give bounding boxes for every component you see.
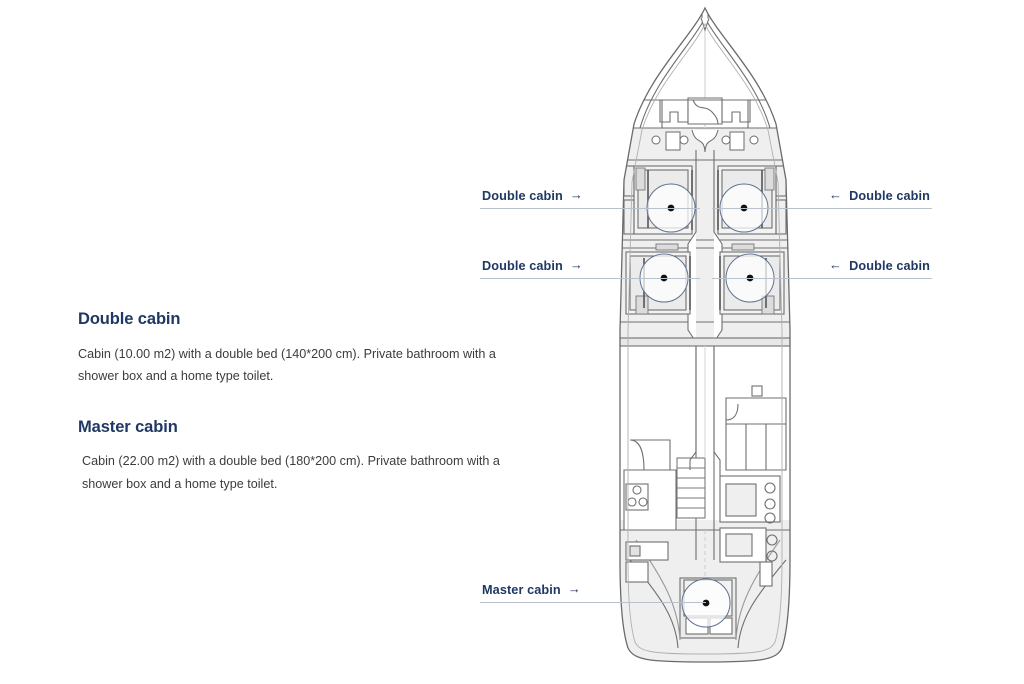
callout-label-text: Double cabin (482, 189, 563, 203)
arrow-right-icon: → (567, 581, 581, 596)
callout-leader-line (480, 278, 700, 279)
arrow-right-icon: → (569, 257, 583, 272)
description-master-cabin: Master cabin Cabin (22.00 m2) with a dou… (78, 418, 538, 496)
callout-master-cabin: Master cabin → (480, 580, 706, 610)
callout-double-cabin-aft-starboard: ← Double cabin (712, 256, 932, 286)
callout-label-text: Double cabin (849, 189, 930, 203)
callout-label: ← Double cabin (827, 256, 932, 275)
callout-leader-line (480, 602, 706, 603)
description-title: Master cabin (78, 417, 178, 436)
callout-label: Double cabin → (480, 256, 585, 275)
callout-label: Master cabin → (480, 580, 583, 599)
callout-label-text: Master cabin (482, 583, 561, 597)
hull-outline-inner (627, 22, 783, 655)
callout-label-text: Double cabin (849, 259, 930, 273)
callout-double-cabin-fwd-port: Double cabin → (480, 186, 700, 216)
callout-label-text: Double cabin (482, 259, 563, 273)
callout-double-cabin-fwd-starboard: ← Double cabin (712, 186, 932, 216)
description-body: Cabin (22.00 m2) with a double bed (180*… (82, 454, 500, 491)
description-title: Double cabin (78, 310, 181, 328)
arrow-right-icon: → (569, 187, 583, 202)
callout-leader-line (480, 208, 700, 209)
callout-double-cabin-aft-port: Double cabin → (480, 256, 700, 286)
hull-outline (619, 6, 791, 663)
description-body: Cabin (10.00 m2) with a double bed (140*… (78, 346, 496, 384)
arrow-left-icon: ← (829, 187, 843, 202)
callout-label: Double cabin → (480, 186, 585, 205)
callout-leader-line (712, 278, 932, 279)
cabin-descriptions: Double cabin Cabin (10.00 m2) with a dou… (78, 310, 538, 521)
description-double-cabin: Double cabin Cabin (10.00 m2) with a dou… (78, 310, 538, 388)
callout-leader-line (712, 208, 932, 209)
callout-label: ← Double cabin (827, 186, 932, 205)
arrow-left-icon: ← (829, 257, 843, 272)
